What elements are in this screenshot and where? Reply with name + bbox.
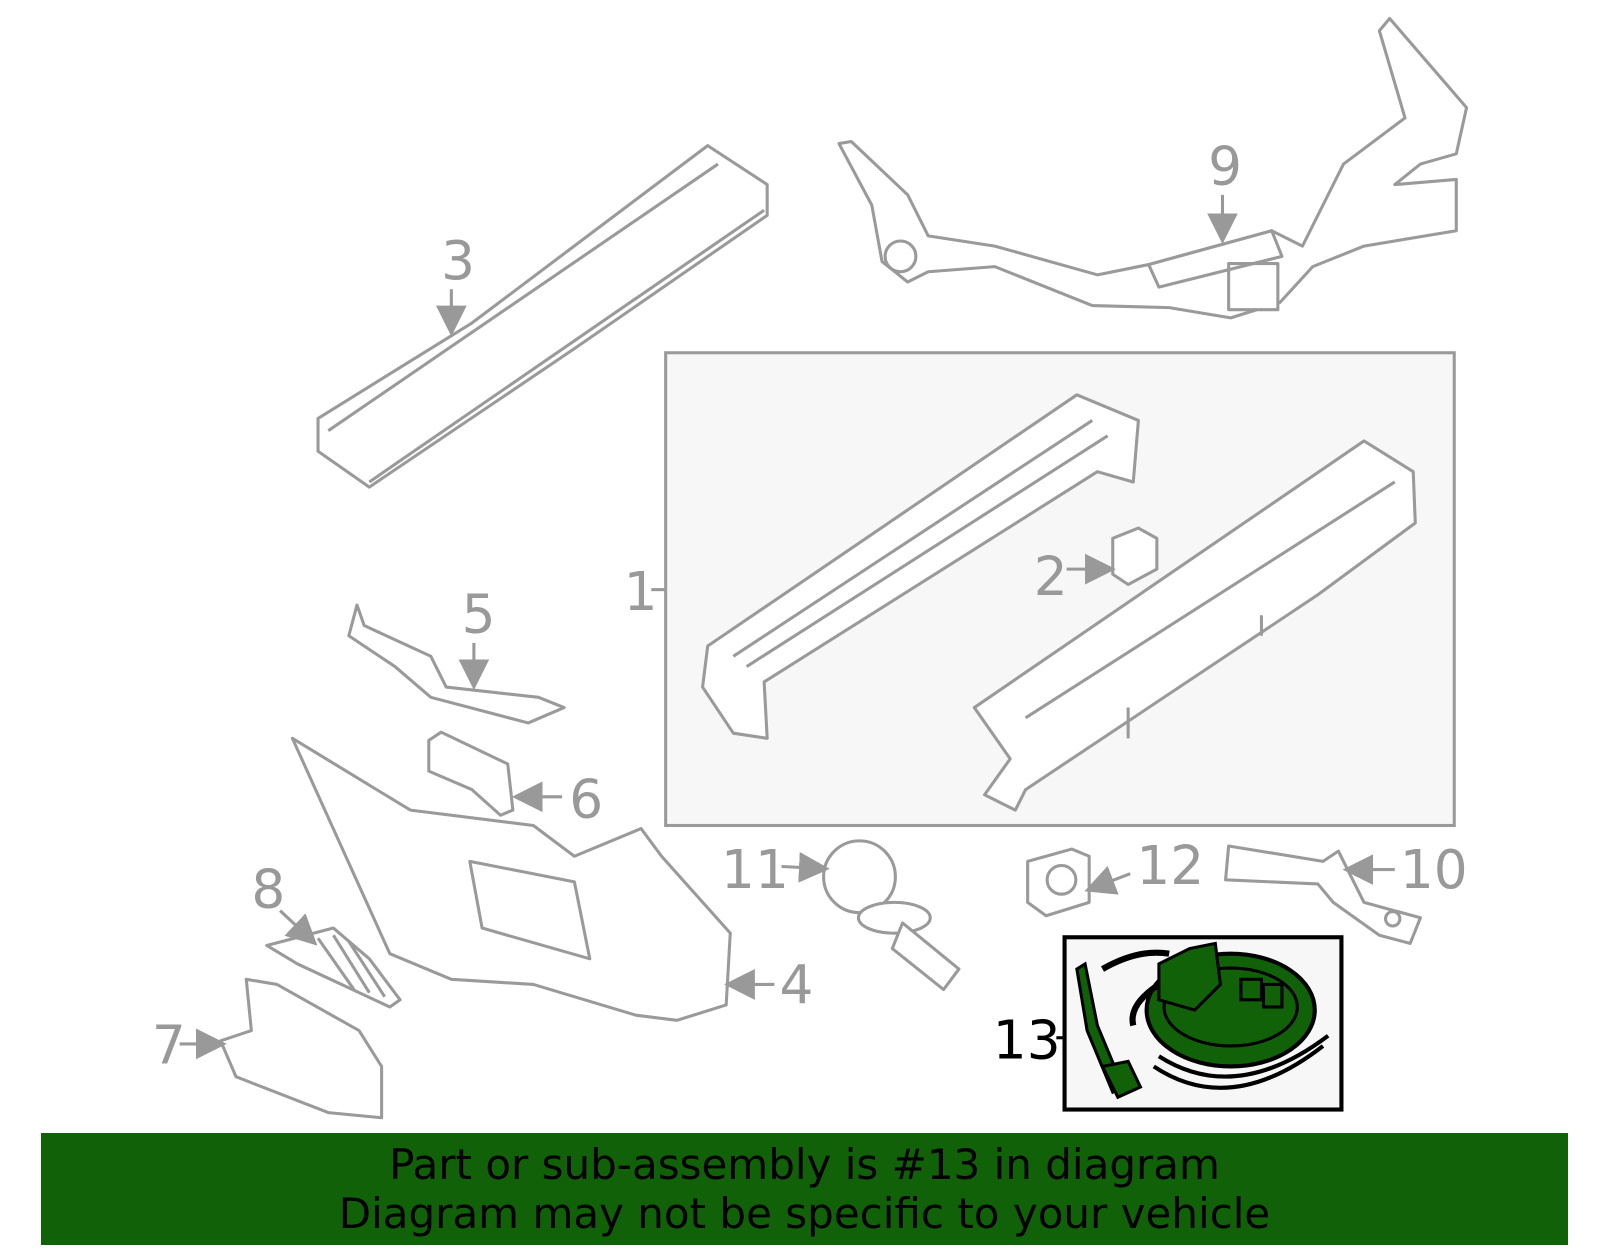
part-8-grille[interactable]: 8	[251, 859, 402, 1009]
callout-3: 3	[441, 230, 475, 292]
callout-9: 9	[1208, 136, 1242, 198]
callout-5: 5	[462, 584, 496, 646]
part-1-bumper-assembly[interactable]: 1	[624, 351, 1456, 828]
part-4-bumper-cover[interactable]: 4	[290, 736, 813, 1022]
callout-13: 13	[993, 1009, 1061, 1071]
part-5-bracket[interactable]: 5	[347, 584, 566, 725]
part-6-bracket[interactable]: 6	[427, 730, 603, 830]
part-13-wiring-harness[interactable]: 13	[993, 935, 1344, 1112]
callout-10: 10	[1400, 839, 1468, 901]
part-2-clip[interactable]: 2	[1034, 526, 1159, 608]
callout-4: 4	[779, 954, 813, 1016]
callout-12: 12	[1136, 835, 1204, 897]
callout-1: 1	[624, 561, 658, 623]
callout-6: 6	[569, 768, 603, 830]
callout-8: 8	[251, 859, 285, 921]
callout-11: 11	[721, 839, 789, 901]
info-banner: Part or sub-assembly is #13 in diagram D…	[41, 1133, 1568, 1245]
part-9-trailer-hitch[interactable]: 9	[837, 16, 1469, 320]
part-11-hitch-ball[interactable]: 11	[721, 839, 961, 992]
banner-line-part-number: Part or sub-assembly is #13 in diagram	[389, 1140, 1220, 1189]
part-10-ball-mount[interactable]: 10	[1224, 839, 1468, 945]
banner-line-disclaimer: Diagram may not be specific to your vehi…	[338, 1189, 1271, 1238]
part-3-step-pad[interactable]: 3	[316, 144, 769, 489]
part-7-trim[interactable]: 7	[152, 977, 384, 1120]
part-12-receiver-plug[interactable]: 12	[1026, 835, 1205, 918]
callout-2: 2	[1034, 546, 1068, 608]
